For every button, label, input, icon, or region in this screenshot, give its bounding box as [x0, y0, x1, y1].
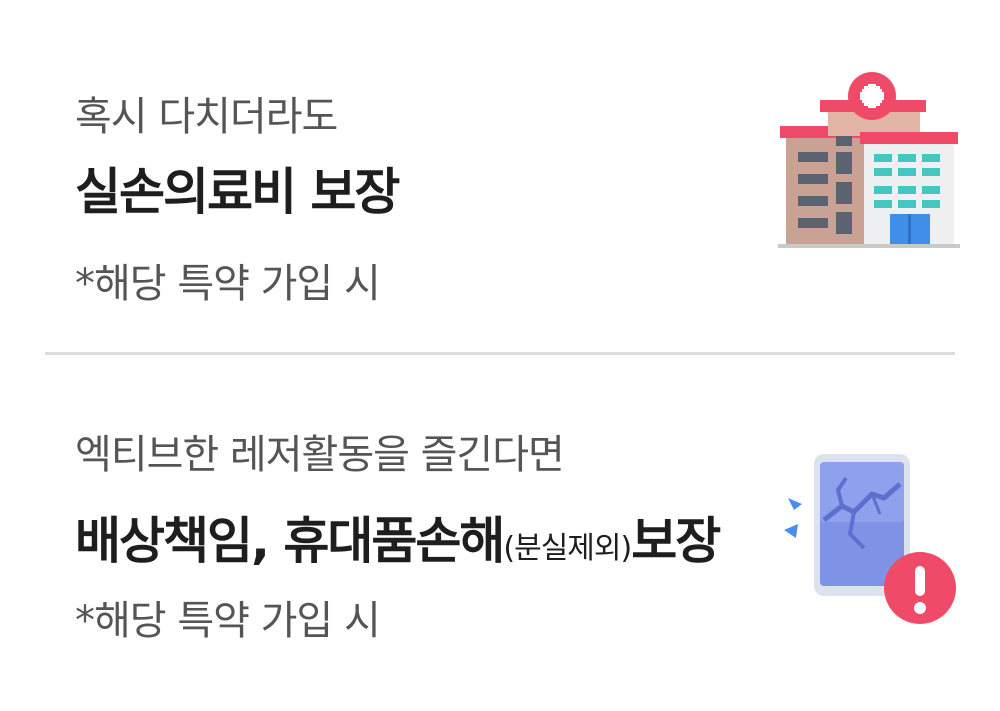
- section-title: 실손의료비 보장: [75, 163, 400, 221]
- section-title-end: 보장: [631, 512, 721, 570]
- cracked-phone-alert-icon: [784, 454, 956, 624]
- coverage-card-medical: 혹시 다치더라도 실손의료비 보장 *해당 특약 가입 시: [0, 0, 1000, 354]
- coverage-card-liability: 엑티브한 레저활동을 즐긴다면 배상책임, 휴대품손해(분실제외)보장 *해당 …: [0, 356, 1000, 711]
- section-note: *해당 특약 가입 시: [75, 598, 381, 644]
- section-note: *해당 특약 가입 시: [75, 261, 381, 307]
- section-title: 배상책임, 휴대품손해(분실제외)보장: [75, 501, 721, 573]
- section-divider: [45, 352, 955, 355]
- section-subtitle: 혹시 다치더라도: [75, 94, 338, 140]
- hospital-icon: [778, 72, 960, 248]
- section-title-main: 배상책임, 휴대품손해: [75, 512, 505, 570]
- section-title-paren: (분실제외): [503, 531, 632, 566]
- section-subtitle: 엑티브한 레저활동을 즐긴다면: [75, 432, 565, 478]
